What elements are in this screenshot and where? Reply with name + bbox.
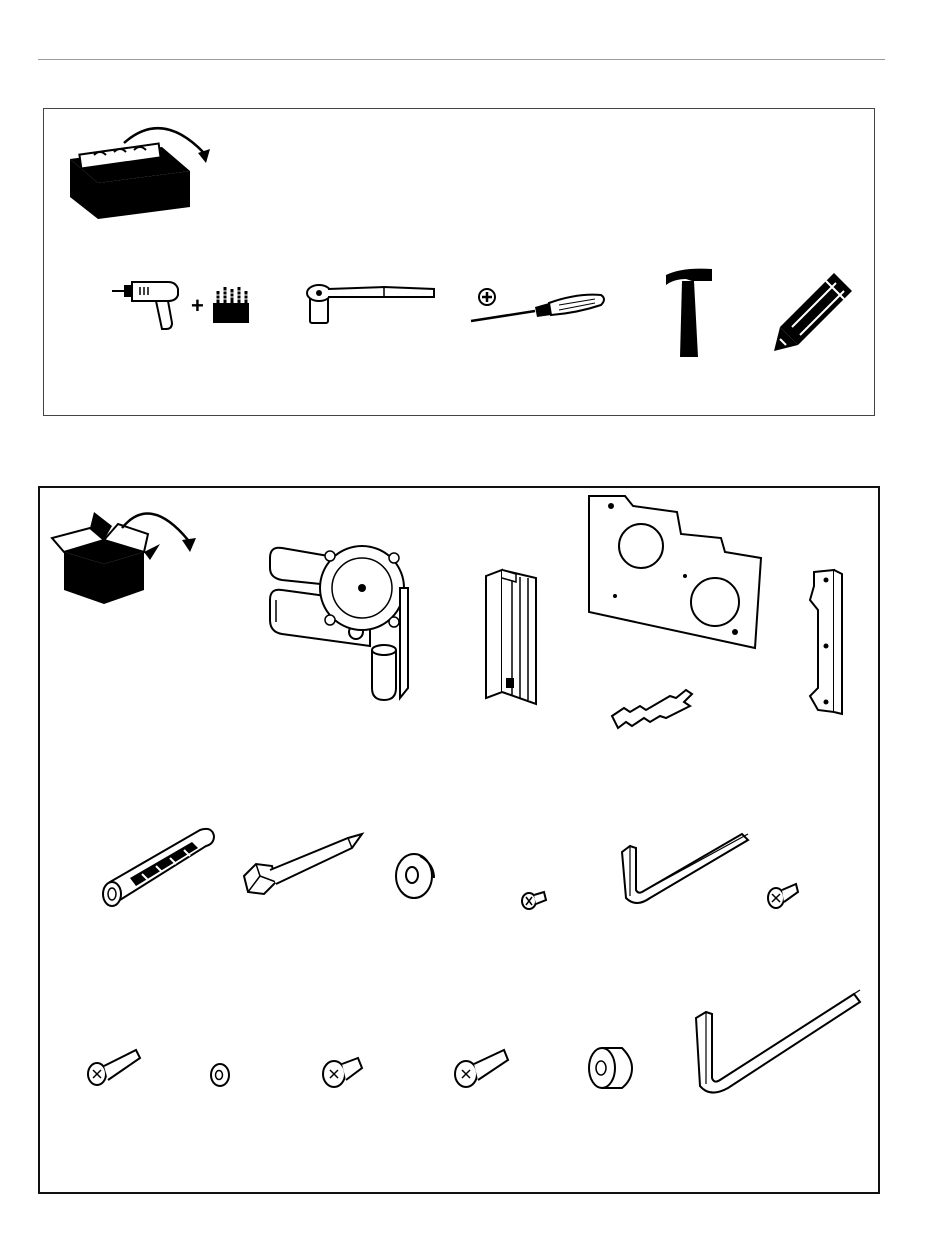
lag-bolt (240, 824, 370, 914)
top-rule (38, 59, 885, 60)
small-screw (520, 886, 550, 912)
phillips-screwdriver-icon (467, 285, 612, 330)
machine-screw (766, 878, 806, 912)
pencil-icon (772, 269, 857, 354)
socket-wrench-icon (304, 281, 439, 331)
small-washer (208, 1060, 234, 1090)
toolbox-icon (62, 119, 212, 219)
drill-icon (110, 279, 190, 334)
open-box-icon (50, 500, 200, 605)
hammer-icon (662, 265, 722, 360)
long-screw (86, 1044, 146, 1088)
spacer-bracket (610, 678, 700, 733)
swing-arm-assembly (260, 538, 420, 708)
side-bracket (804, 566, 854, 716)
wall-plate (585, 492, 765, 652)
large-allen-key (688, 982, 863, 1097)
drill-bits-icon (212, 285, 252, 325)
wall-anchor (96, 824, 221, 909)
small-allen-key (616, 828, 756, 908)
washer (390, 848, 440, 903)
medium-screw (454, 1044, 514, 1090)
tools-required-panel: + (43, 108, 875, 416)
package-contents-panel (38, 486, 880, 1194)
spacer (586, 1044, 636, 1092)
flat-head-screw (322, 1050, 372, 1092)
wall-column (480, 568, 550, 708)
plus-sign: + (191, 293, 204, 319)
